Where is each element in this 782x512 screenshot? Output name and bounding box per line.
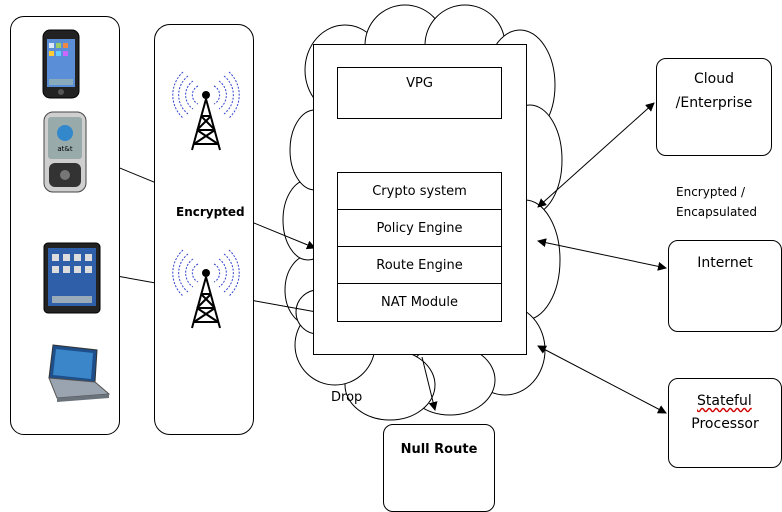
device-panel: at&t bbox=[10, 16, 120, 435]
connectors bbox=[87, 102, 667, 414]
null-route-box: Null Route bbox=[383, 424, 495, 512]
smartphone-icon bbox=[42, 29, 80, 99]
module-crypto-system: Crypto system bbox=[338, 173, 501, 210]
tablet-icon bbox=[43, 242, 101, 314]
encrypted-encapsulated-line2: Encapsulated bbox=[676, 205, 758, 219]
enterprise-label: /Enterprise bbox=[675, 95, 753, 111]
arrow-internet bbox=[537, 238, 667, 271]
cell-tower-icon bbox=[172, 249, 240, 329]
vpg-appliance: VPG Crypto system Policy Engine Route En… bbox=[313, 44, 527, 355]
internet-box: Internet bbox=[668, 240, 782, 332]
encrypted-encapsulated-line1: Encrypted / bbox=[676, 185, 745, 199]
att-phone-icon: at&t bbox=[43, 111, 87, 193]
null-route-label: Null Route bbox=[400, 442, 478, 457]
cell-tower-icon bbox=[172, 71, 240, 151]
processor-label: Processor bbox=[691, 416, 759, 432]
cloud-enterprise-box: Cloud /Enterprise bbox=[656, 58, 772, 156]
internet-label: Internet bbox=[697, 255, 753, 271]
module-label: NAT Module bbox=[381, 295, 458, 310]
drop-label: Drop bbox=[331, 390, 363, 405]
arrow-null-route bbox=[421, 356, 438, 411]
module-route-engine: Route Engine bbox=[338, 247, 501, 284]
module-label: Policy Engine bbox=[376, 220, 463, 236]
laptop-icon bbox=[48, 344, 111, 402]
vpg-title-box: VPG bbox=[337, 67, 502, 119]
module-policy-engine: Policy Engine bbox=[338, 210, 501, 247]
vpg-module-stack: Crypto system Policy Engine Route Engine… bbox=[337, 172, 502, 322]
stateful-label: Stateful bbox=[697, 393, 752, 409]
module-label: Route Engine bbox=[376, 257, 463, 273]
module-nat-module: NAT Module bbox=[338, 284, 501, 321]
cloud-label: Cloud bbox=[694, 71, 734, 87]
svg-text:at&t: at&t bbox=[57, 145, 72, 153]
arrow-cloud bbox=[537, 102, 655, 208]
module-label: Crypto system bbox=[372, 183, 467, 199]
vpg-title: VPG bbox=[406, 76, 433, 91]
encrypted-label: Encrypted bbox=[176, 205, 245, 219]
arrow-stateful bbox=[537, 345, 667, 414]
stateful-processor-box: Stateful Processor bbox=[668, 378, 782, 468]
